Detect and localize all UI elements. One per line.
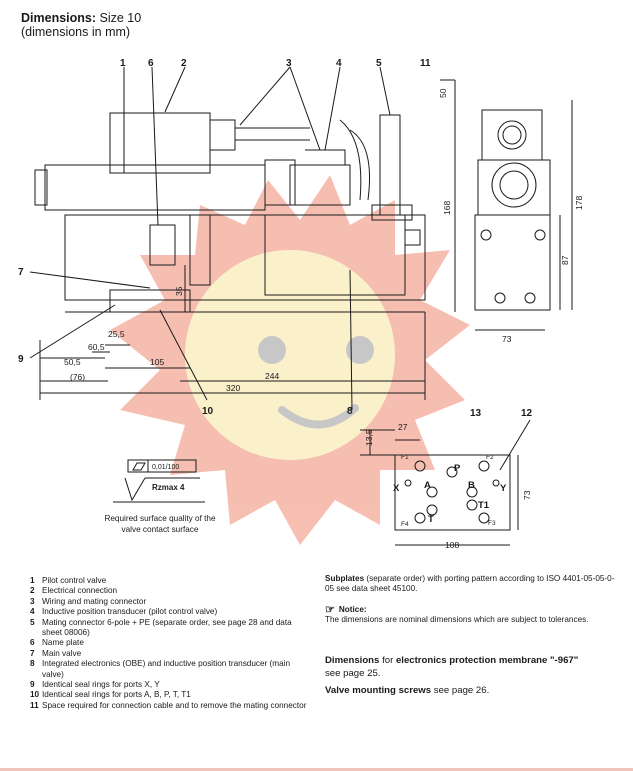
dim-87: 87 [560, 255, 570, 265]
port-x: X [393, 483, 400, 494]
port-t: T [428, 514, 434, 525]
callout-5: 5 [376, 58, 382, 69]
dim-320: 320 [226, 383, 240, 393]
dim-105: 105 [150, 357, 164, 367]
membrane-dimensions-note: Dimensions for electronics protection me… [325, 654, 579, 679]
surface-quality-caption: Required surface quality of the valve co… [104, 514, 216, 534]
port-p: P [454, 463, 461, 474]
pointing-hand-icon: ☞ [325, 603, 335, 616]
flatness-value: 0,01/100 [152, 464, 179, 471]
subplates-note: Subplates (separate order) with porting … [325, 574, 615, 594]
dim-50: 50 [438, 88, 448, 98]
callout-10: 10 [202, 406, 214, 417]
port-f1: F1 [401, 454, 409, 461]
callout-2: 2 [181, 58, 187, 69]
dim-50-5: 50,5 [64, 357, 81, 367]
dim-244: 244 [265, 371, 279, 381]
dim-76: (76) [70, 372, 85, 382]
title-bold: Dimensions: [21, 11, 97, 25]
mating-connector [379, 114, 401, 216]
port-t1: T1 [478, 500, 490, 511]
callout-9: 9 [18, 354, 24, 365]
callout-7: 7 [18, 267, 24, 278]
name-plate [149, 224, 176, 266]
pilot-valve-body [109, 112, 211, 174]
dim-108: 108 [445, 540, 459, 550]
port-f2: F2 [486, 454, 494, 461]
side-view-base [474, 214, 551, 311]
callout-6: 6 [148, 58, 154, 69]
port-a: A [424, 480, 431, 491]
callout-11: 11 [420, 58, 431, 69]
page-title: Dimensions: Size 10 (dimensions in mm) [21, 11, 141, 39]
dim-168: 168 [442, 201, 452, 215]
notice-heading: ☞ Notice: [325, 603, 367, 616]
dim-25-5: 25,5 [108, 329, 125, 339]
dim-178: 178 [574, 196, 584, 210]
porting-pattern-plate [394, 454, 511, 531]
port-f3: F3 [488, 520, 496, 527]
callout-8: 8 [347, 406, 353, 417]
dim-60-5: 60,5 [88, 342, 105, 352]
notice-text: The dimensions are nominal dimensions wh… [325, 615, 589, 625]
callout-13: 13 [470, 408, 482, 419]
title-size: Size 10 [99, 11, 142, 25]
callout-1: 1 [120, 58, 126, 69]
dim-73-side: 73 [502, 334, 512, 344]
mounting-screws-note: Valve mounting screws see page 26. [325, 684, 490, 696]
dim-35: 35 [174, 286, 184, 296]
callout-3: 3 [286, 58, 292, 69]
port-f4: F4 [401, 521, 409, 528]
notes-column: Subplates (separate order) with porting … [325, 574, 615, 697]
side-view-top [481, 109, 543, 161]
bottom-edge-bar [0, 768, 633, 771]
flatness-tolerance-frame [127, 459, 197, 473]
watermark-sun-icon [110, 175, 470, 545]
dim-27: 27 [398, 422, 408, 432]
port-y: Y [500, 483, 507, 494]
callout-4: 4 [336, 58, 342, 69]
port-b: B [468, 480, 475, 491]
callout-12: 12 [521, 408, 533, 419]
roughness-value: Rzmax 4 [152, 483, 185, 492]
main-valve-body [64, 214, 426, 301]
dim-73-plate: 73 [522, 490, 532, 500]
dim-13-5: 13,5 [364, 429, 374, 446]
solenoid-housing [44, 164, 266, 211]
title-units: (dimensions in mm) [21, 25, 131, 39]
